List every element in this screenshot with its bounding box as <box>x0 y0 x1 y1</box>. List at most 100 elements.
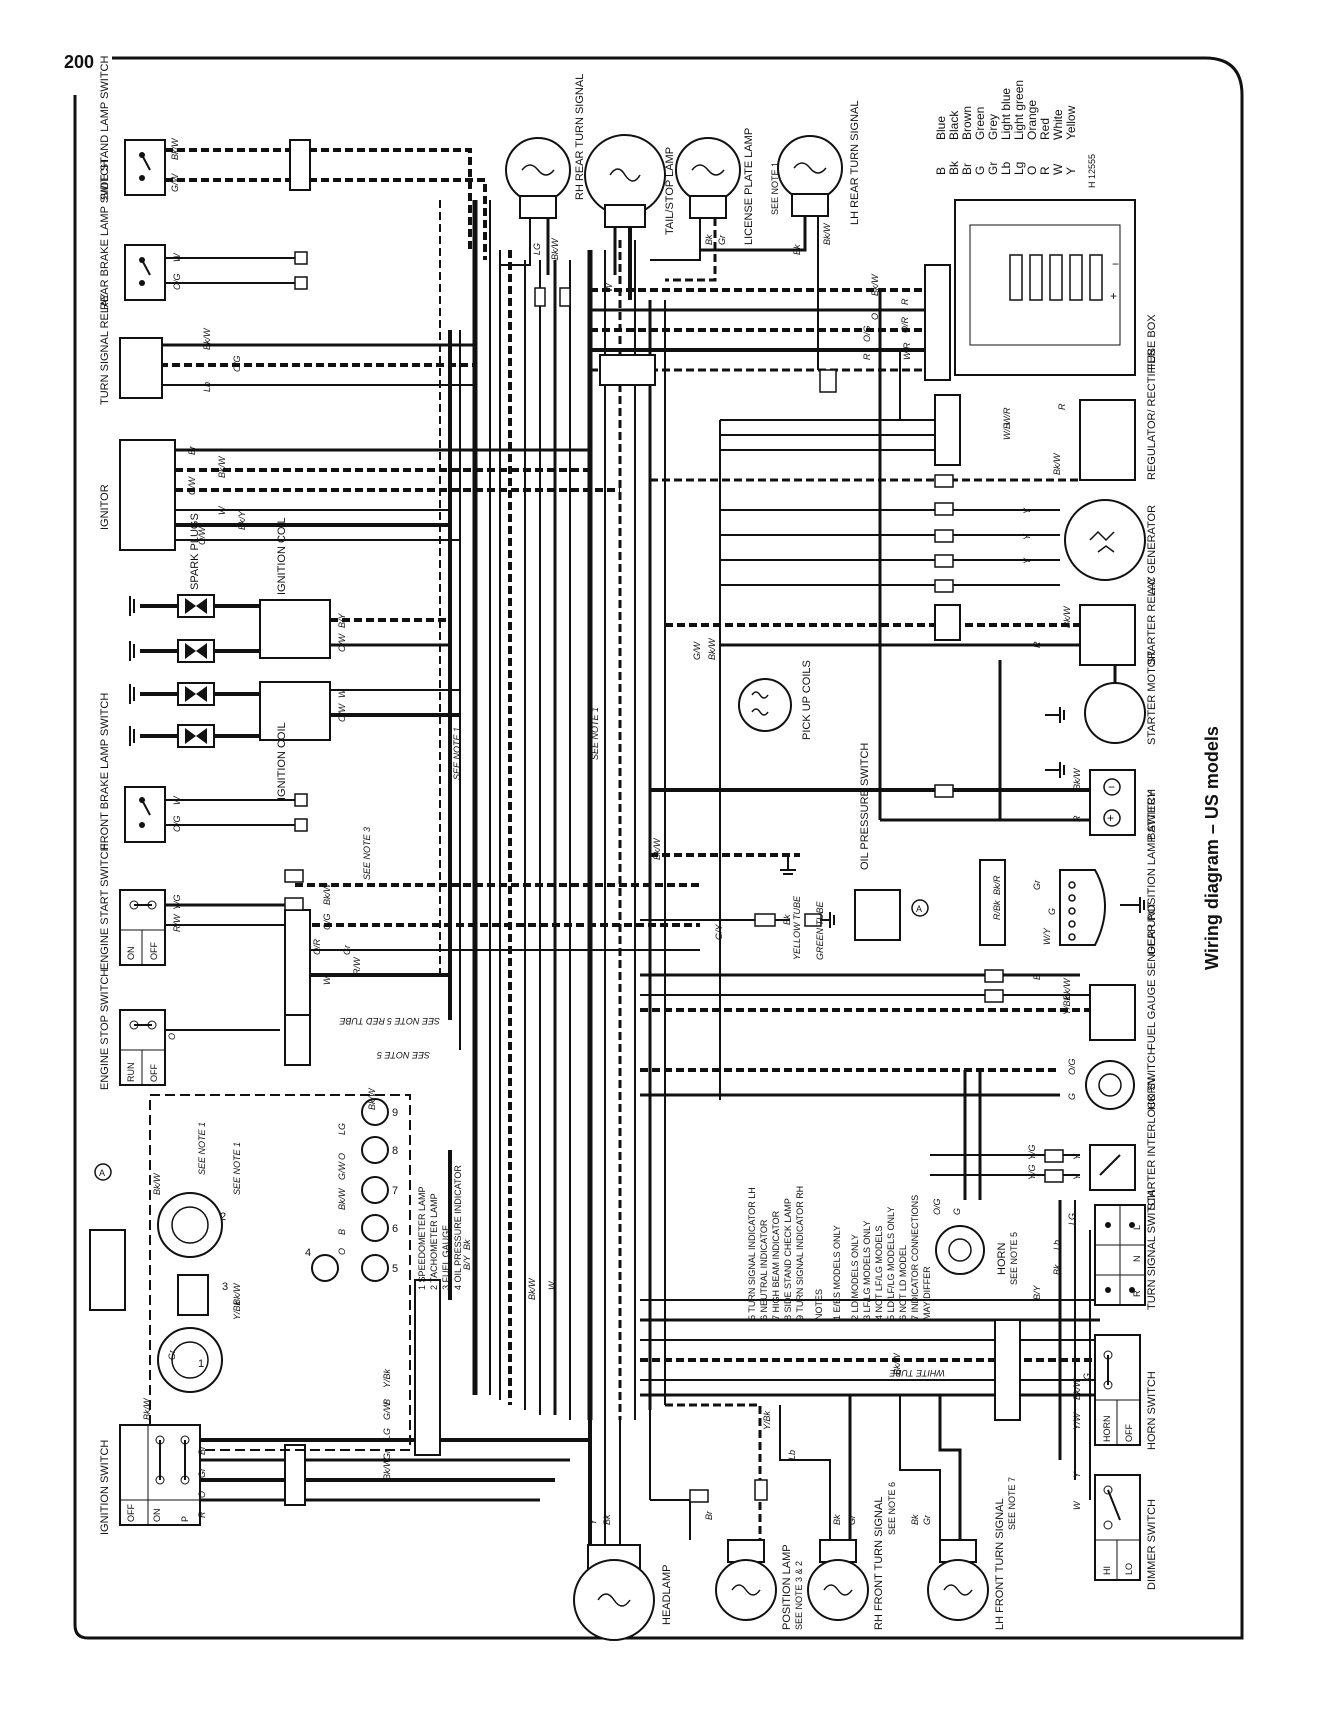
headlamp-label: HEADLAMP <box>661 1564 673 1625</box>
spark-plugs-label: SPARK PLUGS <box>189 513 201 590</box>
turn-signal-n: N <box>1132 1256 1142 1263</box>
starter-interlock-switch: STARTER INTERLOCK SWITCH <box>1089 1047 1158 1210</box>
connector-blocks <box>284 139 1021 1506</box>
svg-text:3: 3 <box>222 1281 228 1293</box>
svg-text:Yellow: Yellow <box>1064 105 1078 140</box>
gear-position-lamp-switch: GEAR POSITION LAMP SWITCH <box>1059 789 1158 955</box>
turn-signal-switch-label: TURN SIGNAL SWITCH <box>1146 1190 1158 1310</box>
spark-plugs: SPARK PLUGS <box>129 513 260 748</box>
svg-text:SEE NOTE 5: SEE NOTE 5 <box>376 1050 430 1060</box>
svg-text:O/W: O/W <box>337 632 347 652</box>
svg-text:Lb: Lb <box>999 161 1013 175</box>
turn-signal-l: L <box>1132 1225 1142 1230</box>
svg-text:Bk/W: Bk/W <box>1062 605 1072 628</box>
svg-text:Gr: Gr <box>986 162 1000 175</box>
svg-text:G/W: G/W <box>382 1400 392 1420</box>
svg-text:O/R: O/R <box>900 316 910 333</box>
svg-text:Gr: Gr <box>717 234 727 245</box>
svg-text:Bk: Bk <box>1052 1264 1062 1275</box>
svg-text:1 SPEEDOMETER LAMP: 1 SPEEDOMETER LAMP <box>417 1186 427 1290</box>
svg-text:Black: Black <box>947 110 961 140</box>
horn-switch: HORN OFF HORN SWITCH <box>1094 1334 1158 1450</box>
svg-text:SEE NOTE 5: SEE NOTE 5 <box>386 1016 440 1026</box>
dimmer-lo: LO <box>1124 1563 1134 1575</box>
svg-text:Bk/W: Bk/W <box>152 1172 162 1195</box>
svg-text:W: W <box>1072 1500 1082 1510</box>
svg-text:Y: Y <box>588 1518 598 1525</box>
svg-text:Blue: Blue <box>934 116 948 140</box>
svg-text:O/G: O/G <box>932 1198 942 1215</box>
svg-text:7: 7 <box>392 1185 398 1197</box>
turn-signal-relay-label: TURN SIGNAL RELAY <box>99 292 111 405</box>
ground-symbols <box>780 707 1145 928</box>
svg-text:Bk: Bk <box>910 1514 920 1525</box>
starter-relay: STARTER RELAY <box>1079 576 1158 666</box>
svg-text:W: W <box>337 688 347 698</box>
svg-text:2: 2 <box>220 1211 226 1223</box>
svg-text:5 LD/LF/LG MODELS ONLY: 5 LD/LF/LG MODELS ONLY <box>886 1207 896 1320</box>
rear-brake-label: REAR BRAKE LAMP SWITCH <box>99 160 111 310</box>
rh-rear-label: RH REAR TURN SIGNAL <box>574 74 586 200</box>
svg-text:Bk: Bk <box>704 234 714 245</box>
side-stand-lamp-switch: SIDE STAND LAMP SWITCH <box>99 55 166 200</box>
svg-text:4 NOT LF/LG MODELS: 4 NOT LF/LG MODELS <box>874 1226 884 1320</box>
svg-text:G/Y: G/Y <box>714 923 724 940</box>
svg-text:Bk: Bk <box>792 244 802 255</box>
ignition-on: ON <box>152 1509 162 1523</box>
starter-motor-label: STARTER MOTOR <box>1146 651 1158 745</box>
svg-text:O/R: O/R <box>312 938 322 955</box>
svg-text:6 NEUTRAL INDICATOR: 6 NEUTRAL INDICATOR <box>759 1219 769 1320</box>
svg-text:W: W <box>604 282 614 292</box>
svg-text:5: 5 <box>392 1263 398 1275</box>
engine-stop-label: ENGINE STOP SWITCH <box>99 969 111 1090</box>
svg-text:W: W <box>547 1280 557 1290</box>
svg-text:Green: Green <box>973 107 987 140</box>
svg-text:B/Y: B/Y <box>462 1254 472 1270</box>
starter-motor: STARTER MOTOR <box>1084 651 1158 745</box>
rh-front-turn-signal: RH FRONT TURN SIGNAL SEE NOTE 6 <box>807 1482 897 1630</box>
engine-start-label: ENGINE START SWITCH <box>99 843 111 970</box>
position-lamp-label: POSITION LAMP <box>781 1544 793 1630</box>
svg-text:Gr: Gr <box>847 1514 857 1525</box>
rh-rear-turn-signal: RH REAR TURN SIGNAL <box>505 74 586 219</box>
diagram-title: Wiring diagram – US models <box>1202 726 1222 970</box>
svg-text:W/B: W/B <box>1002 423 1012 440</box>
svg-text:2 TACHOMETER LAMP: 2 TACHOMETER LAMP <box>429 1193 439 1290</box>
svg-text:Bk: Bk <box>782 914 792 925</box>
colour-key: B Blue Bk Black Br Brown G Green Gr Grey… <box>934 80 1097 188</box>
svg-text:Bk/W: Bk/W <box>870 273 880 296</box>
horn-switch-horn: HORN <box>1102 1416 1112 1443</box>
svg-text:7 HIGH BEAM INDICATOR: 7 HIGH BEAM INDICATOR <box>771 1210 781 1320</box>
svg-text:SEE NOTE 1: SEE NOTE 1 <box>590 707 600 760</box>
svg-text:R: R <box>197 1511 207 1518</box>
svg-text:8 SIDE STAND CHECK LAMP: 8 SIDE STAND CHECK LAMP <box>783 1198 793 1320</box>
svg-text:Y/G: Y/G <box>1027 1144 1037 1160</box>
svg-text:Bk/W: Bk/W <box>382 1457 392 1480</box>
svg-text:Br: Br <box>197 1445 207 1455</box>
page-number: 200 <box>64 52 95 72</box>
svg-text:Bk/R: Bk/R <box>992 875 1002 895</box>
svg-text:4 OIL PRESSURE INDICATOR: 4 OIL PRESSURE INDICATOR <box>453 1165 463 1290</box>
position-lamp-note: SEE NOTE 3 & 2 <box>794 1561 804 1630</box>
svg-text:O/W: O/W <box>337 702 347 722</box>
engine-stop-off: OFF <box>149 1064 159 1082</box>
svg-text:Y: Y <box>1072 1153 1082 1160</box>
svg-text:G/W: G/W <box>692 640 702 660</box>
svg-text:Gr: Gr <box>382 1449 392 1460</box>
svg-text:RED TUBE: RED TUBE <box>338 1016 385 1026</box>
left-wires <box>160 148 700 1502</box>
svg-text:Gr: Gr <box>1032 879 1042 890</box>
svg-text:White: White <box>1051 109 1065 140</box>
engine-start-switch: ON OFF ENGINE START SWITCH <box>99 843 166 970</box>
wire-code-labels: Bk/W G/W W O/G Bk/W O/G Lb Br Bk/W G/W W… <box>142 137 1092 1525</box>
svg-text:G/W: G/W <box>170 172 180 192</box>
svg-text:Br: Br <box>704 1510 714 1520</box>
tail-stop-lamp: TAIL/STOP LAMP <box>584 134 676 235</box>
ignition-coil-1: IGNITION COIL <box>259 517 331 659</box>
fuel-gauge-label: FUEL GAUGE SENDER UNIT <box>1146 902 1158 1050</box>
horn-1-label: HORN <box>1146 1078 1158 1110</box>
svg-text:R/W: R/W <box>352 956 362 975</box>
indicator-legend: 5 TURN SIGNAL INDICATOR LH 6 NEUTRAL IND… <box>747 1186 805 1320</box>
svg-text:Brown: Brown <box>960 106 974 140</box>
